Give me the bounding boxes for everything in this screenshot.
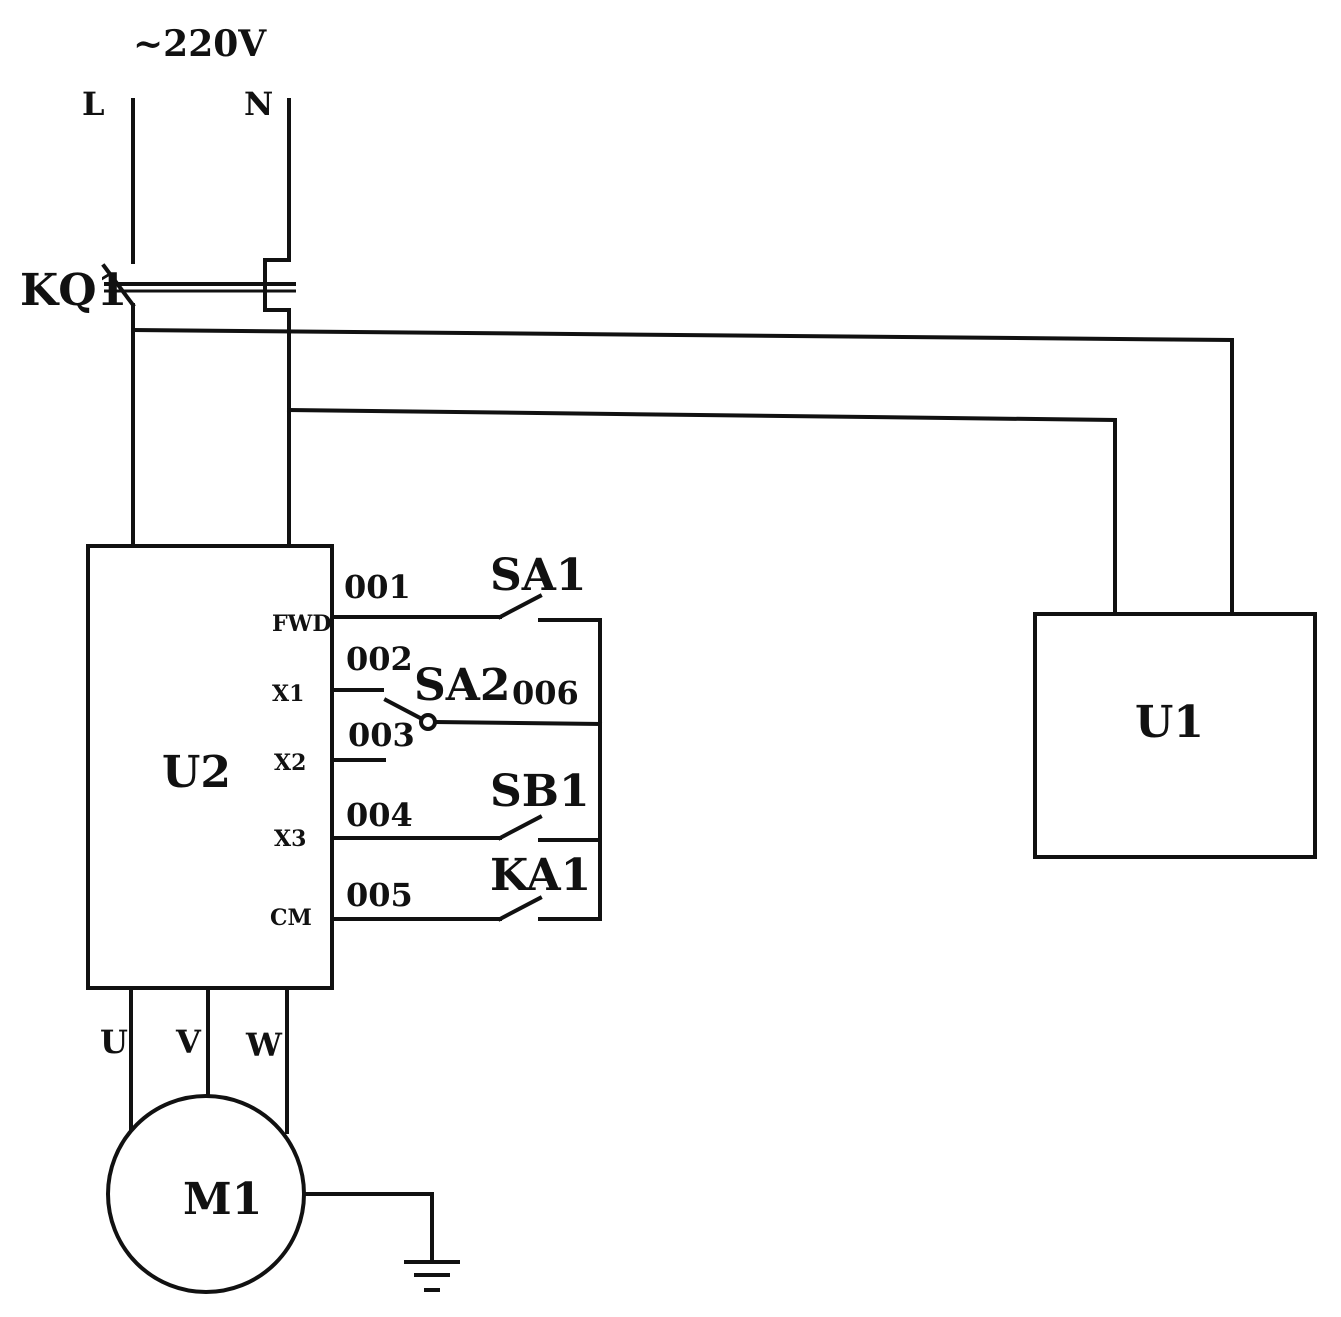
contact-ka1-label: KA1 <box>490 850 591 901</box>
terminal-x2: X2 <box>274 750 306 776</box>
supply-voltage-label: ~220V <box>133 23 267 65</box>
output-phase-w: W <box>245 1026 283 1064</box>
wire-number-006: 006 <box>512 674 579 712</box>
neutral-terminal-label: N <box>244 85 273 123</box>
inverter-u2: U2 FWD X1 X2 X3 CM <box>88 546 332 988</box>
terminal-x1: X1 <box>272 681 304 707</box>
output-phase-v: V <box>175 1023 202 1061</box>
inverter-label: U2 <box>162 747 231 798</box>
breaker-label: KQ1 <box>20 265 127 316</box>
terminal-fwd: FWD <box>272 611 331 637</box>
motor-m1: M1 <box>108 1096 304 1292</box>
wire-number-005: 005 <box>346 876 413 914</box>
output-phase-u: U <box>100 1023 128 1061</box>
motor-label: M1 <box>183 1174 262 1225</box>
switch-sa1-label: SA1 <box>490 550 587 601</box>
sa2-pivot <box>421 715 435 729</box>
switch-sb1-label: SB1 <box>490 766 590 817</box>
wire-number-004: 004 <box>346 796 413 834</box>
module-u1: U1 <box>1035 614 1315 857</box>
wire-number-002: 002 <box>346 640 413 678</box>
terminal-cm: CM <box>270 905 312 931</box>
module-label: U1 <box>1135 697 1204 748</box>
switch-sa2-label: SA2 <box>414 660 511 711</box>
neutral-conductor <box>265 100 289 545</box>
ground-icon <box>304 1194 460 1290</box>
terminal-x3: X3 <box>274 826 306 852</box>
line-terminal-label: L <box>82 85 105 123</box>
wire-number-001: 001 <box>344 568 411 606</box>
breaker-kq1: KQ1 <box>20 265 296 316</box>
wire-number-003: 003 <box>348 716 415 754</box>
line-conductor <box>104 100 133 545</box>
